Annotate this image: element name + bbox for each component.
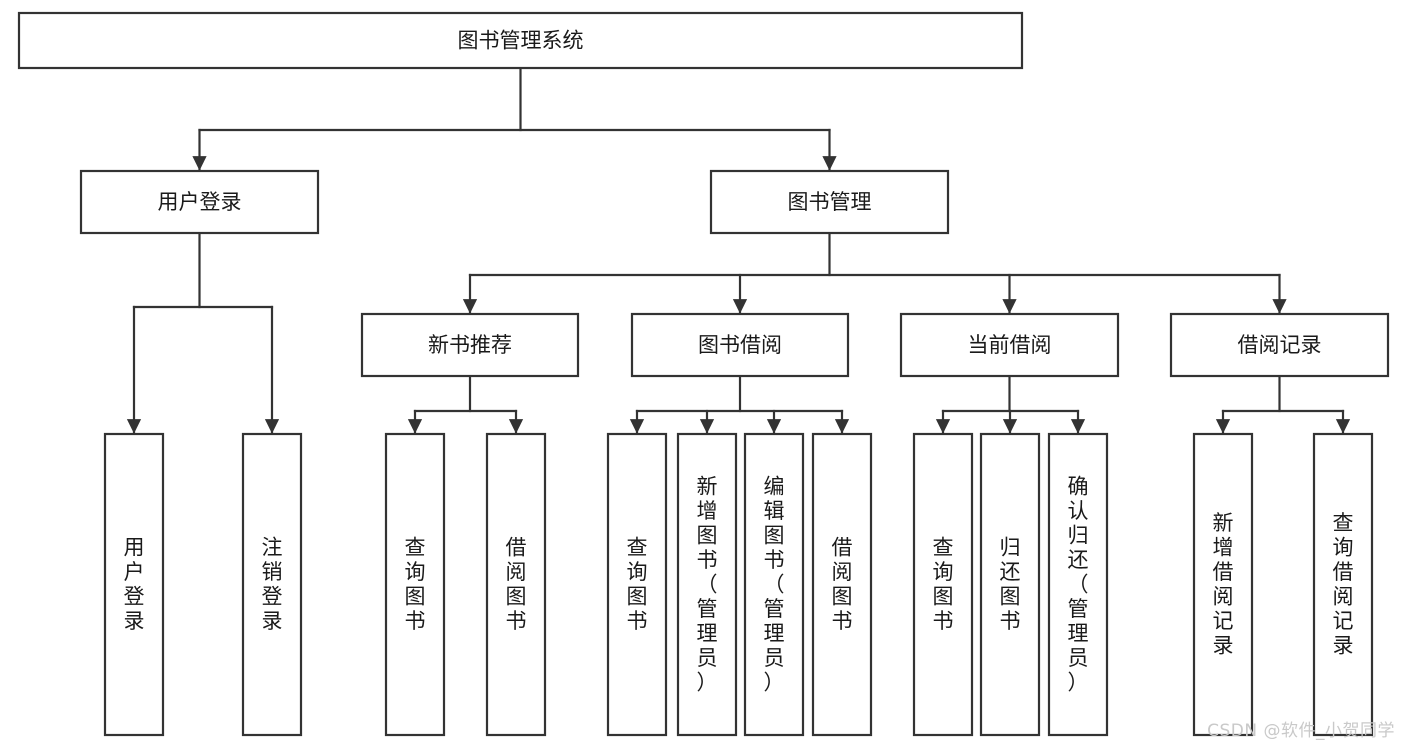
node-leaf-query-book-borrow[interactable]: 查询图书: [606, 432, 668, 737]
node-leaf-query-record[interactable]: 查询借阅记录: [1312, 432, 1374, 737]
node-label-root: 图书管理系统: [458, 29, 584, 53]
node-label-leaf-query-book-cur: 查询图书: [933, 536, 954, 634]
node-box-book-borrow: [630, 312, 850, 378]
node-label-leaf-add-record: 新增借阅记录: [1213, 511, 1234, 658]
edge-group-root: [192, 66, 837, 172]
node-box-leaf-query-book-borrow: [606, 432, 668, 737]
edge-group-borrow-record: [1215, 374, 1351, 435]
node-box-leaf-borrow-book: [811, 432, 873, 737]
node-label-leaf-return-book: 归还图书: [1000, 536, 1021, 634]
node-box-leaf-add-record: [1192, 432, 1254, 737]
node-box-book-manage: [709, 169, 950, 235]
node-label-leaf-logout: 注销登录: [262, 536, 283, 634]
node-box-leaf-query-book-rec: [384, 432, 446, 737]
node-box-leaf-query-book-cur: [912, 432, 974, 737]
node-leaf-return-book[interactable]: 归还图书: [979, 432, 1041, 737]
node-label-new-book-rec: 新书推荐: [428, 333, 512, 357]
node-label-leaf-user-login: 用户登录: [124, 536, 145, 634]
node-label-leaf-borrow-book: 借阅图书: [832, 536, 853, 634]
node-book-manage[interactable]: 图书管理: [709, 169, 950, 235]
node-box-leaf-confirm-return: [1047, 432, 1109, 737]
node-box-leaf-edit-book: [743, 432, 805, 737]
node-label-borrow-record: 借阅记录: [1238, 333, 1322, 357]
edge-group-current-borrow: [935, 374, 1086, 435]
node-label-user-login: 用户登录: [158, 190, 242, 214]
node-box-borrow-record: [1169, 312, 1390, 378]
node-label-book-borrow: 图书借阅: [698, 333, 782, 357]
node-label-current-borrow: 当前借阅: [968, 333, 1052, 357]
node-leaf-query-book-rec[interactable]: 查询图书: [384, 432, 446, 737]
node-leaf-logout[interactable]: 注销登录: [241, 432, 303, 737]
node-box-leaf-query-record: [1312, 432, 1374, 737]
node-box-root: [17, 11, 1024, 70]
node-box-leaf-add-book: [676, 432, 738, 737]
node-user-login[interactable]: 用户登录: [79, 169, 320, 235]
edges-layer: [126, 66, 1351, 435]
node-box-current-borrow: [899, 312, 1120, 378]
node-box-leaf-borrow-book-rec: [485, 432, 547, 737]
node-new-book-rec[interactable]: 新书推荐: [360, 312, 580, 378]
node-leaf-add-record[interactable]: 新增借阅记录: [1192, 432, 1254, 737]
node-label-leaf-query-book-rec: 查询图书: [405, 536, 426, 634]
node-leaf-borrow-book-rec[interactable]: 借阅图书: [485, 432, 547, 737]
edge-group-book-borrow: [629, 374, 850, 435]
node-leaf-query-book-cur[interactable]: 查询图书: [912, 432, 974, 737]
node-current-borrow[interactable]: 当前借阅: [899, 312, 1120, 378]
node-book-borrow[interactable]: 图书借阅: [630, 312, 850, 378]
node-leaf-edit-book[interactable]: 编辑图书（管理员）: [743, 432, 805, 737]
nodes-layer: 图书管理系统用户登录图书管理新书推荐图书借阅当前借阅借阅记录用户登录注销登录查询…: [17, 11, 1390, 737]
node-leaf-user-login[interactable]: 用户登录: [103, 432, 165, 737]
csdn-watermark: CSDN @软件_小贺同学: [1207, 721, 1395, 741]
node-leaf-confirm-return[interactable]: 确认归还（管理员）: [1047, 432, 1109, 737]
node-box-leaf-return-book: [979, 432, 1041, 737]
node-label-leaf-edit-book: 编辑图书（管理员）: [764, 474, 785, 694]
node-label-book-manage: 图书管理: [788, 190, 872, 214]
node-label-leaf-borrow-book-rec: 借阅图书: [506, 536, 527, 634]
node-label-leaf-add-book: 新增图书（管理员）: [697, 474, 718, 694]
node-box-user-login: [79, 169, 320, 235]
edge-group-book-manage: [462, 231, 1287, 315]
node-leaf-borrow-book[interactable]: 借阅图书: [811, 432, 873, 737]
node-label-leaf-confirm-return: 确认归还（管理员）: [1068, 474, 1089, 694]
node-box-new-book-rec: [360, 312, 580, 378]
edge-group-new-book-rec: [407, 374, 524, 435]
node-box-leaf-user-login: [103, 432, 165, 737]
node-borrow-record[interactable]: 借阅记录: [1169, 312, 1390, 378]
node-root[interactable]: 图书管理系统: [17, 11, 1024, 70]
node-box-leaf-logout: [241, 432, 303, 737]
edge-group-user-login: [126, 231, 280, 435]
node-label-leaf-query-book-borrow: 查询图书: [627, 536, 648, 634]
node-label-leaf-query-record: 查询借阅记录: [1333, 511, 1354, 658]
node-leaf-add-book[interactable]: 新增图书（管理员）: [676, 432, 738, 737]
